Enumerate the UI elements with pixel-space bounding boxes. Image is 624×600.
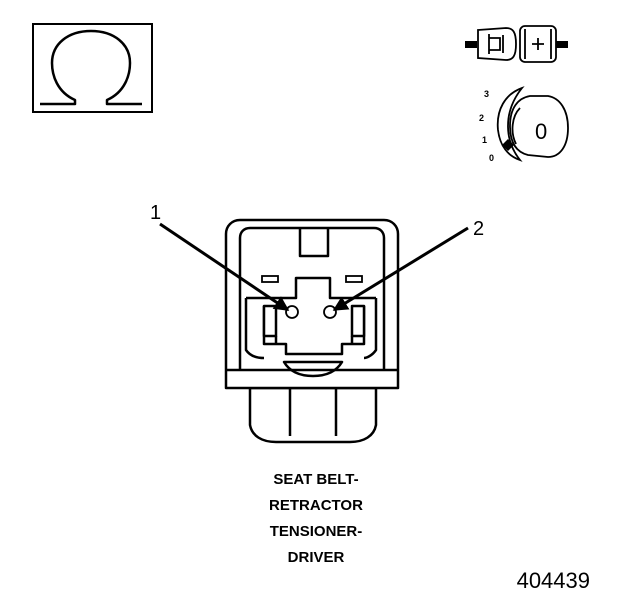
ohm-symbol-box bbox=[32, 23, 153, 113]
ignition-key-icon: 3 2 1 0 0 bbox=[479, 86, 569, 163]
pin-1-label: 1 bbox=[150, 202, 161, 224]
pin-2-label: 2 bbox=[473, 218, 484, 240]
caption-line-4: DRIVER bbox=[288, 549, 345, 566]
ignition-position-3: 3 bbox=[484, 89, 489, 99]
component-caption: SEAT BELT- RETRACTOR TENSIONER- DRIVER bbox=[269, 471, 363, 566]
ignition-key-glyph: 0 bbox=[535, 119, 547, 144]
two-pin-connector-icon bbox=[224, 218, 400, 444]
ohm-resistance-icon bbox=[40, 29, 142, 106]
ignition-position-1: 1 bbox=[482, 135, 487, 145]
figure-number: 404439 bbox=[517, 568, 590, 593]
pin-callout-1: 1 bbox=[150, 202, 290, 312]
ignition-position-2: 2 bbox=[479, 113, 484, 123]
caption-line-1: SEAT BELT- bbox=[273, 471, 358, 488]
pin-2-terminal bbox=[323, 305, 337, 319]
caption-line-2: RETRACTOR bbox=[269, 497, 363, 514]
caption-line-3: TENSIONER- bbox=[270, 523, 363, 540]
disconnected-connector-icon bbox=[465, 25, 568, 63]
ignition-position-0: 0 bbox=[489, 153, 494, 163]
pin-callout-2: 2 bbox=[332, 218, 484, 312]
pin-1-terminal bbox=[285, 305, 299, 319]
